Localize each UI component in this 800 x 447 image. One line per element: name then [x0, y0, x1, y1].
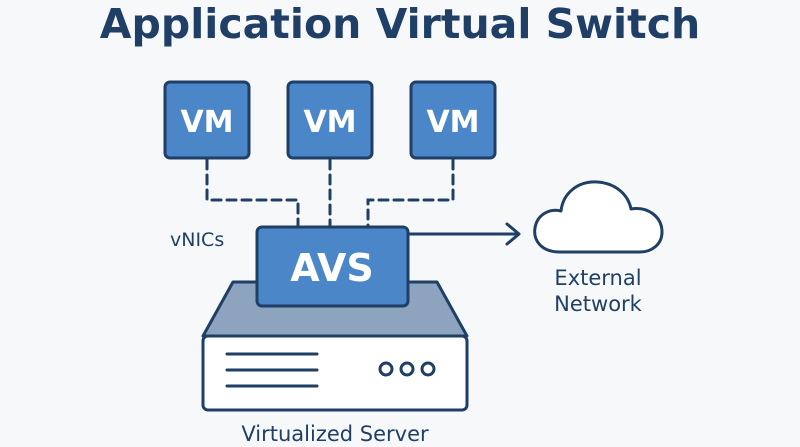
external-network-label-line1: External — [554, 266, 641, 290]
vnic-connectors — [205, 158, 455, 228]
vnic-line-right — [366, 158, 455, 228]
server-label: Virtualized Server — [241, 422, 429, 446]
server-light-3 — [420, 361, 436, 377]
vnics-label: vNICs — [170, 229, 224, 251]
diagram-title: Application Virtual Switch — [100, 0, 700, 48]
vm-label-1: VM — [180, 105, 233, 140]
vm-label-2: VM — [303, 105, 356, 140]
vm-box-2: VM — [286, 80, 374, 160]
avs-label: AVS — [290, 246, 374, 290]
vm-box-3: VM — [409, 80, 497, 160]
server-light-2 — [399, 361, 415, 377]
vnic-line-left — [205, 158, 300, 228]
vm-box-1: VM — [163, 80, 251, 160]
avs-switch-box: AVS — [255, 225, 410, 308]
vm-label-3: VM — [426, 105, 479, 140]
server-light-1 — [378, 361, 394, 377]
arrow-head-icon — [505, 222, 521, 246]
external-network-label-line2: Network — [554, 292, 643, 316]
cloud-icon — [533, 180, 664, 254]
arrow-to-external-network — [406, 222, 521, 246]
